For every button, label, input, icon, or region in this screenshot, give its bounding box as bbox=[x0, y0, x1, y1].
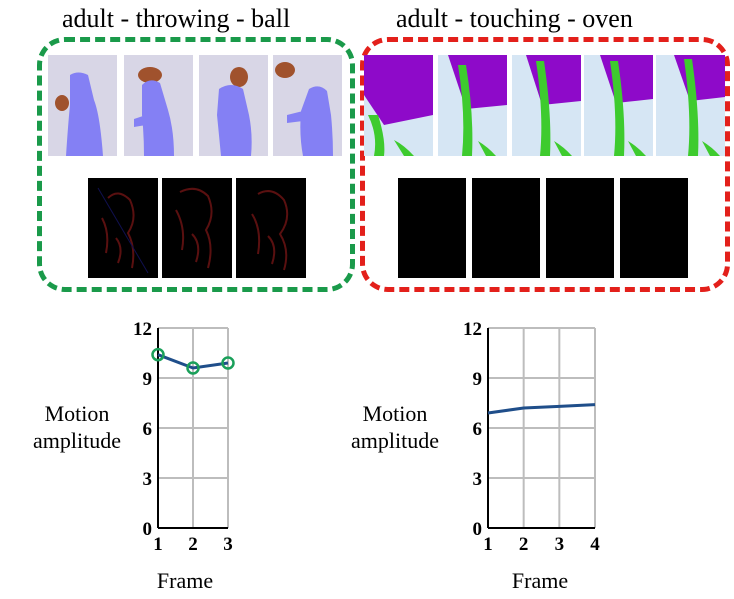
motion-frame bbox=[162, 178, 232, 278]
motion-frame bbox=[236, 178, 306, 278]
series-line bbox=[157, 353, 229, 370]
segmentation-frame bbox=[124, 55, 193, 156]
segmentation-frame bbox=[512, 55, 581, 156]
segmentation-frame bbox=[438, 55, 507, 156]
right-chart-ylabel: Motion amplitude bbox=[351, 401, 439, 453]
segmentation-frame bbox=[584, 55, 653, 156]
series-line bbox=[487, 403, 596, 415]
motion-frame bbox=[472, 178, 540, 278]
x-tick-label: 1 bbox=[153, 534, 163, 555]
y-tick-label: 9 bbox=[143, 369, 153, 390]
motion-frame bbox=[88, 178, 158, 278]
data-point bbox=[186, 361, 200, 375]
y-tick-label: 12 bbox=[463, 319, 482, 340]
left-panel-title: adult - throwing - ball bbox=[62, 4, 291, 33]
y-tick-label: 0 bbox=[473, 519, 483, 540]
x-tick-label: 3 bbox=[223, 534, 233, 555]
right-chart-xlabel: Frame bbox=[511, 568, 569, 593]
y-tick-label: 6 bbox=[473, 419, 483, 440]
segmentation-frame bbox=[199, 55, 268, 156]
y-tick-label: 6 bbox=[143, 419, 153, 440]
right-panel-title: adult - touching - oven bbox=[396, 4, 633, 33]
data-point bbox=[151, 347, 165, 362]
segmentation-frame bbox=[364, 55, 433, 156]
left-panel-border bbox=[37, 37, 355, 292]
motion-frame bbox=[398, 178, 466, 278]
y-tick-label: 0 bbox=[143, 519, 153, 540]
y-tick-label: 9 bbox=[473, 369, 483, 390]
motion-frame bbox=[620, 178, 688, 278]
segmentation-frame bbox=[273, 55, 342, 156]
x-tick-label: 4 bbox=[590, 534, 600, 555]
right-panel-border bbox=[360, 37, 730, 292]
x-tick-label: 1 bbox=[483, 534, 493, 555]
data-point bbox=[221, 356, 235, 370]
x-tick-label: 2 bbox=[519, 534, 529, 555]
x-tick-label: 3 bbox=[555, 534, 565, 555]
segmentation-frame bbox=[48, 55, 117, 156]
segmentation-frame bbox=[656, 55, 725, 156]
left-chart-ylabel: Motion amplitude bbox=[33, 401, 121, 453]
left-chart-xlabel: Frame bbox=[156, 568, 214, 593]
y-tick-label: 12 bbox=[133, 319, 152, 340]
y-tick-label: 3 bbox=[473, 469, 483, 490]
motion-frame bbox=[546, 178, 614, 278]
y-tick-label: 3 bbox=[143, 469, 153, 490]
x-tick-label: 2 bbox=[188, 534, 198, 555]
